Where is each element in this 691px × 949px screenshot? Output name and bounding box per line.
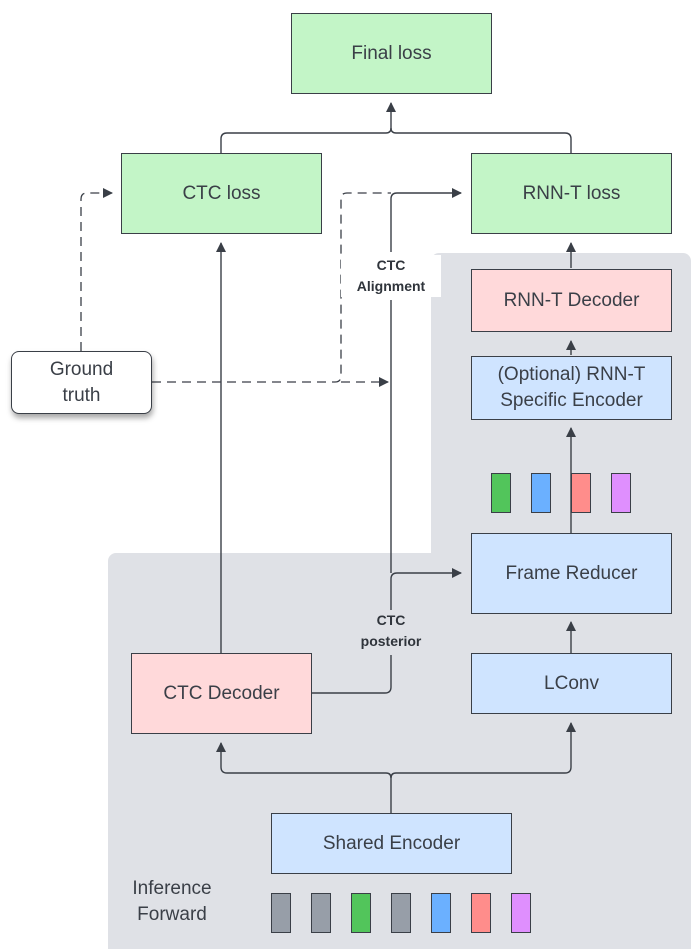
input-frame-token-5 xyxy=(431,893,451,933)
reduced-frame-token-2 xyxy=(531,473,551,513)
edge-ctc-posterior-upper xyxy=(390,568,462,625)
ctc-decoder-label: CTC Decoder xyxy=(163,682,280,704)
reduced-frame-token-3 xyxy=(571,473,591,513)
edge-shared-encoder-to-ctc-decoder xyxy=(216,742,392,813)
edge-ground-truth-to-ctc-loss xyxy=(80,188,113,351)
edge-shared-encoder-to-lconv xyxy=(390,722,576,779)
edge-rnnt-loss-to-final xyxy=(390,127,572,153)
input-frame-token-6 xyxy=(471,893,491,933)
final-loss-label: Final loss xyxy=(351,42,432,64)
shared-encoder-node: Shared Encoder xyxy=(271,813,512,874)
lconv-node: LConv xyxy=(471,653,672,714)
rnnt-specific-encoder-label-1: (Optional) RNN-T xyxy=(497,364,646,385)
rnnt-decoder-label: RNN-T Decoder xyxy=(503,289,640,311)
frame-reducer-node: Frame Reducer xyxy=(471,533,672,614)
inference-forward-label-1: Inference xyxy=(132,878,212,899)
rnnt-specific-encoder-node: (Optional) RNN-T Specific Encoder xyxy=(471,356,672,420)
ctc-posterior-label-2: posterior xyxy=(360,633,422,649)
ground-truth-label-1: Ground xyxy=(49,358,114,380)
inference-forward-label-2: Forward xyxy=(137,904,207,925)
ctc-loss-node: CTC loss xyxy=(121,153,322,234)
final-loss-node: Final loss xyxy=(291,13,492,94)
frame-reducer-label: Frame Reducer xyxy=(505,562,638,584)
input-frame-token-7 xyxy=(511,893,531,933)
rnnt-decoder-node: RNN-T Decoder xyxy=(471,269,672,332)
ctc-loss-label: CTC loss xyxy=(182,182,261,204)
inference-forward-label: Inference Forward xyxy=(112,876,232,928)
ctc-posterior-label: CTC posterior xyxy=(346,610,436,652)
edge-ctc-posterior xyxy=(312,655,392,694)
rnnt-loss-node: RNN-T loss xyxy=(471,153,672,234)
lconv-label: LConv xyxy=(544,672,599,694)
edge-ctc-loss-to-final xyxy=(220,102,396,153)
ctc-posterior-label-1: CTC xyxy=(376,612,406,628)
reduced-frame-token-1 xyxy=(491,473,511,513)
ctc-alignment-label: CTC Alignment xyxy=(341,255,441,297)
edge-ctc-alignment-upper xyxy=(390,188,462,252)
ctc-alignment-label-1: CTC xyxy=(376,257,406,273)
edge-ground-truth-to-rnnt-loss xyxy=(152,192,391,383)
shared-encoder-label: Shared Encoder xyxy=(322,832,461,854)
rnnt-specific-encoder-label-2: Specific Encoder xyxy=(500,390,643,411)
ground-truth-node: Ground truth xyxy=(11,351,152,414)
ctc-decoder-node: CTC Decoder xyxy=(131,653,312,734)
input-frame-token-3 xyxy=(351,893,371,933)
input-frame-blank-1 xyxy=(271,893,291,933)
ctc-alignment-label-2: Alignment xyxy=(356,278,426,294)
reduced-frame-token-4 xyxy=(611,473,631,513)
input-frame-blank-2 xyxy=(311,893,331,933)
rnnt-loss-label: RNN-T loss xyxy=(522,182,621,204)
input-frame-blank-4 xyxy=(391,893,411,933)
ground-truth-label-2: truth xyxy=(62,384,101,406)
